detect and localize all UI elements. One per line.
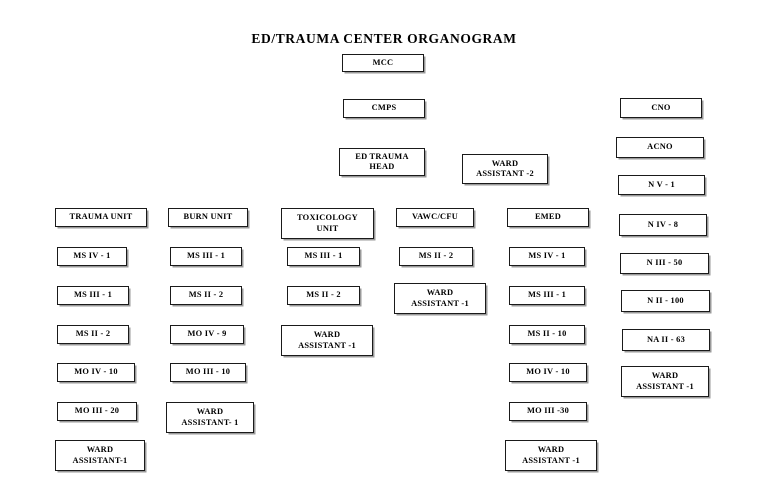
node-label: WARD ASSISTANT -1 <box>298 330 356 350</box>
node-burn-unit[interactable]: BURN UNIT <box>168 208 248 227</box>
node-vawc-cfu[interactable]: VAWC/CFU <box>396 208 474 227</box>
node-burn-ms-ii-2[interactable]: MS II - 2 <box>170 286 242 305</box>
node-label: MS II - 2 <box>75 329 111 339</box>
node-emed[interactable]: EMED <box>507 208 589 227</box>
node-burn-ms-iii-1[interactable]: MS III - 1 <box>170 247 242 266</box>
node-niii-50[interactable]: N III - 50 <box>620 253 709 274</box>
node-naii-63[interactable]: NA II - 63 <box>622 329 710 351</box>
node-label: WARD ASSISTANT -1 <box>636 371 694 391</box>
node-label: NA II - 63 <box>646 334 686 344</box>
node-vawc-ward-assistant[interactable]: WARD ASSISTANT -1 <box>394 283 486 314</box>
node-label: MS II - 2 <box>418 251 454 261</box>
node-tox-ms-iii-1[interactable]: MS III - 1 <box>287 247 360 266</box>
node-emed-mo-iii-30[interactable]: MO III -30 <box>509 402 587 421</box>
node-niv-8[interactable]: N IV - 8 <box>619 214 707 236</box>
node-label: MCC <box>372 57 394 67</box>
node-label: N III - 50 <box>646 258 683 268</box>
node-label: N IV - 8 <box>647 219 679 229</box>
node-emed-ms-ii-10[interactable]: MS II - 10 <box>509 325 585 344</box>
node-burn-mo-iv-9[interactable]: MO IV - 9 <box>170 325 244 344</box>
node-label: WARD ASSISTANT-1 <box>72 445 128 465</box>
node-label: WARD ASSISTANT -2 <box>476 158 534 179</box>
node-label: N II - 100 <box>647 295 684 305</box>
node-label: MS III - 1 <box>304 251 343 261</box>
node-emed-mo-iv-10[interactable]: MO IV - 10 <box>509 363 587 382</box>
node-label: EMED <box>534 212 562 222</box>
node-label: MS II - 2 <box>188 290 224 300</box>
node-label: MS III - 1 <box>527 290 567 300</box>
node-acno[interactable]: ACNO <box>616 137 704 158</box>
node-cno[interactable]: CNO <box>620 98 702 118</box>
node-ward-assistant-nursing[interactable]: WARD ASSISTANT -1 <box>621 366 709 397</box>
node-label: BURN UNIT <box>183 212 233 222</box>
node-tox-ward-assistant[interactable]: WARD ASSISTANT -1 <box>281 325 373 356</box>
node-label: MS III - 1 <box>73 290 113 300</box>
node-label: TRAUMA UNIT <box>69 212 133 222</box>
node-label: WARD ASSISTANT- 1 <box>181 407 239 427</box>
node-label: MS IV - 1 <box>73 251 111 261</box>
node-nv-1[interactable]: N V - 1 <box>618 175 705 195</box>
node-label: TOXICOLOGY UNIT <box>297 213 358 233</box>
node-label: MO IV - 9 <box>187 329 227 339</box>
node-label: MO IV - 10 <box>526 367 570 377</box>
page-title: ED/TRAUMA CENTER ORGANOGRAM <box>251 31 517 46</box>
node-label: WARD ASSISTANT -1 <box>411 288 469 308</box>
node-label: MS III - 1 <box>186 251 226 261</box>
node-cmps[interactable]: CMPS <box>343 99 425 118</box>
node-label: MS IV - 1 <box>528 251 566 261</box>
node-nii-100[interactable]: N II - 100 <box>621 290 710 312</box>
node-mcc[interactable]: MCC <box>342 54 424 72</box>
node-label: WARD ASSISTANT -1 <box>522 445 580 465</box>
node-trauma-ward-assistant[interactable]: WARD ASSISTANT-1 <box>55 440 145 471</box>
node-label: MO III -30 <box>526 406 570 416</box>
node-ward-assistant-2[interactable]: WARD ASSISTANT -2 <box>462 154 548 184</box>
node-emed-ms-iv-1[interactable]: MS IV - 1 <box>509 247 585 266</box>
node-vawc-ms-ii-2[interactable]: MS II - 2 <box>399 247 473 266</box>
node-emed-ward-assistant[interactable]: WARD ASSISTANT -1 <box>505 440 597 471</box>
node-trauma-ms-iv-1[interactable]: MS IV - 1 <box>57 247 127 266</box>
node-label: MO III - 20 <box>74 406 120 416</box>
node-label: MS II - 2 <box>306 290 341 300</box>
node-burn-mo-iii-10[interactable]: MO III - 10 <box>170 363 246 382</box>
node-label: VAWC/CFU <box>411 212 459 222</box>
node-label: CMPS <box>371 103 397 113</box>
node-toxicology-unit[interactable]: TOXICOLOGY UNIT <box>281 208 374 239</box>
node-tox-ms-ii-2[interactable]: MS II - 2 <box>287 286 360 305</box>
node-label: ED TRAUMA HEAD <box>355 151 409 172</box>
node-label: N V - 1 <box>648 179 675 189</box>
node-label: MS II - 10 <box>527 329 567 339</box>
node-trauma-ms-ii-2[interactable]: MS II - 2 <box>57 325 129 344</box>
node-label: ACNO <box>647 142 673 152</box>
node-trauma-unit[interactable]: TRAUMA UNIT <box>55 208 147 227</box>
node-trauma-ms-iii-1[interactable]: MS III - 1 <box>57 286 129 305</box>
node-label: CNO <box>651 102 671 112</box>
node-label: MO IV - 10 <box>74 367 118 377</box>
node-label: MO III - 10 <box>185 367 231 377</box>
node-burn-ward-assistant[interactable]: WARD ASSISTANT- 1 <box>166 402 254 433</box>
node-trauma-mo-iii-20[interactable]: MO III - 20 <box>57 402 137 421</box>
node-ed-trauma-head[interactable]: ED TRAUMA HEAD <box>339 148 425 176</box>
node-emed-ms-iii-1[interactable]: MS III - 1 <box>509 286 585 305</box>
node-trauma-mo-iv-10[interactable]: MO IV - 10 <box>57 363 135 382</box>
